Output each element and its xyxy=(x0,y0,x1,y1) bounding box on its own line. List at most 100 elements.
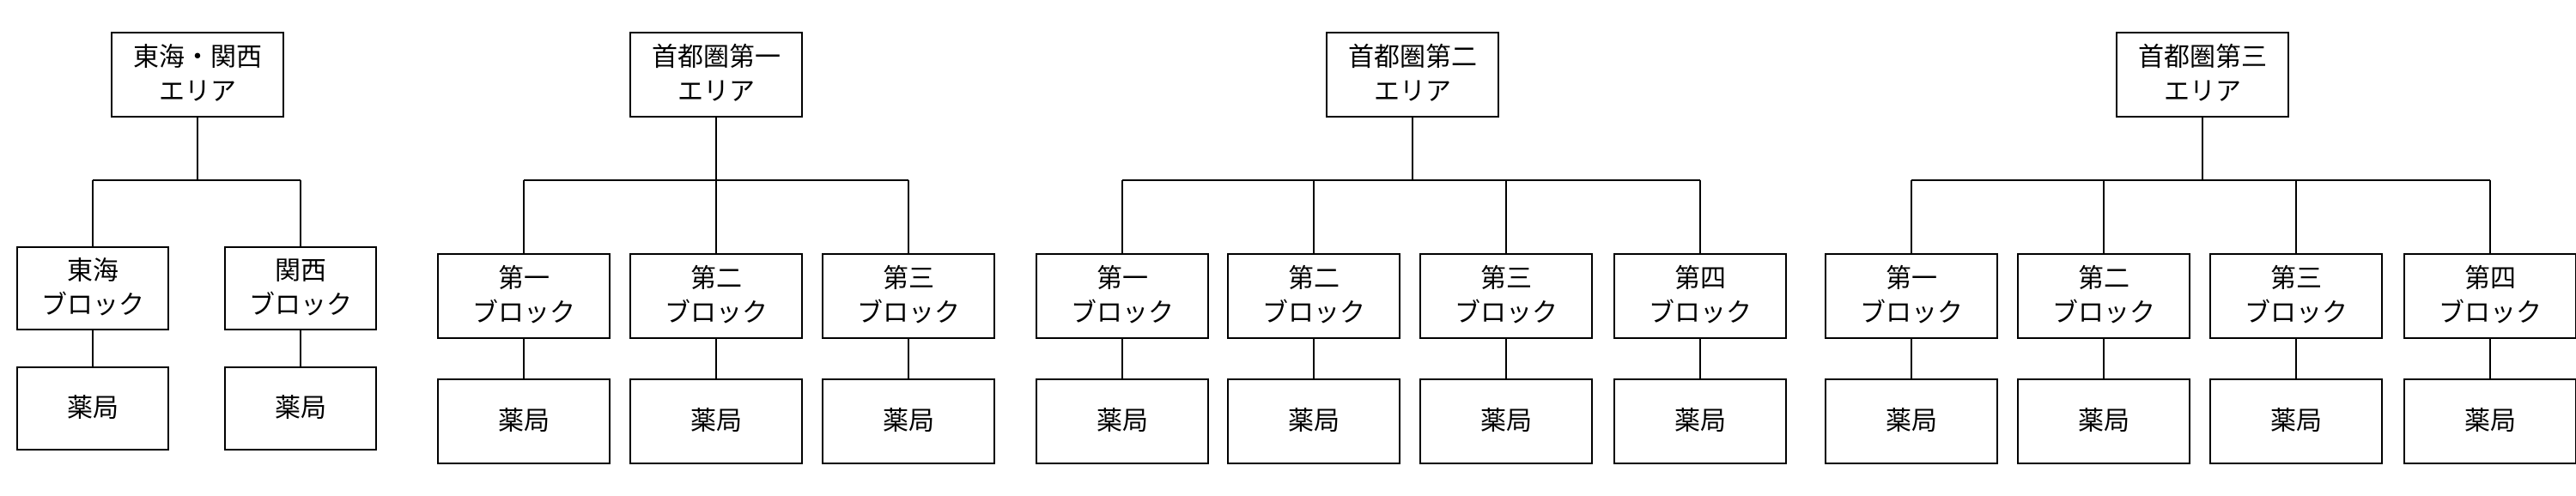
area-node-label: 東海・関西 xyxy=(133,43,262,73)
block-node-label: ブロック xyxy=(1262,299,1365,329)
block-node-label: 第三 xyxy=(883,264,934,294)
pharmacy-node: 薬局 xyxy=(822,378,995,464)
area-node-box xyxy=(629,32,803,118)
pharmacy-node-box xyxy=(16,366,169,451)
pharmacy-node-box xyxy=(1825,378,1998,464)
block-node-label: ブロック xyxy=(1860,299,1963,329)
block-node-label: 東海 xyxy=(67,257,118,287)
pharmacy-node-label: 薬局 xyxy=(2078,407,2129,437)
block-node-label: ブロック xyxy=(2439,299,2542,329)
area-node-label: 首都圏第一 xyxy=(652,43,781,73)
pharmacy-node-label: 薬局 xyxy=(1480,407,1532,437)
block-node-box xyxy=(2209,253,2383,339)
pharmacy-node-label: 薬局 xyxy=(1097,407,1148,437)
block-node-label: ブロック xyxy=(249,291,352,321)
block-node-label: 第一 xyxy=(1097,264,1148,294)
pharmacy-node: 薬局 xyxy=(1613,378,1787,464)
pharmacy-node-box xyxy=(437,378,611,464)
pharmacy-node-label: 薬局 xyxy=(883,407,934,437)
area-node-label: エリア xyxy=(2164,77,2241,107)
block-node-label: ブロック xyxy=(1071,299,1174,329)
area-node-box xyxy=(1326,32,1499,118)
block-node-box xyxy=(2403,253,2576,339)
block-node-label: 第二 xyxy=(1288,264,1340,294)
block-node-box xyxy=(1036,253,1209,339)
pharmacy-node-box xyxy=(1036,378,1209,464)
block-node-label: ブロック xyxy=(1455,299,1558,329)
pharmacy-node: 薬局 xyxy=(2209,378,2383,464)
pharmacy-node-box xyxy=(629,378,803,464)
block-node-label: ブロック xyxy=(665,299,768,329)
block-node-box xyxy=(437,253,611,339)
block-node-label: 第三 xyxy=(1480,264,1532,294)
pharmacy-node: 薬局 xyxy=(1227,378,1400,464)
block-node-label: 第二 xyxy=(690,264,742,294)
pharmacy-node-label: 薬局 xyxy=(1886,407,1937,437)
block-node-label: ブロック xyxy=(2245,299,2348,329)
block-node-label: 第四 xyxy=(2464,264,2516,294)
block-node-label: ブロック xyxy=(2052,299,2155,329)
pharmacy-node-box xyxy=(2017,378,2190,464)
area-node-label: 首都圏第三 xyxy=(2138,43,2267,73)
block-node-box xyxy=(1825,253,1998,339)
block-node-box xyxy=(629,253,803,339)
pharmacy-node: 薬局 xyxy=(1036,378,1209,464)
area-node-label: 首都圏第二 xyxy=(1348,43,1477,73)
pharmacy-node-label: 薬局 xyxy=(498,407,550,437)
block-node-label: 第一 xyxy=(1886,264,1937,294)
pharmacy-node: 薬局 xyxy=(629,378,803,464)
pharmacy-node: 薬局 xyxy=(2403,378,2576,464)
chart-nodes: 東海・関西エリア東海ブロック薬局関西ブロック薬局首都圏第一エリア第一ブロック薬局… xyxy=(16,32,2576,464)
block-node-box xyxy=(2017,253,2190,339)
block-node-box xyxy=(224,246,377,330)
area-node-label: エリア xyxy=(159,77,236,107)
block-node-label: ブロック xyxy=(41,291,144,321)
pharmacy-node: 薬局 xyxy=(2017,378,2190,464)
block-node-label: ブロック xyxy=(1649,299,1752,329)
block-node-label: ブロック xyxy=(857,299,960,329)
block-node-label: ブロック xyxy=(472,299,575,329)
block-node-box xyxy=(16,246,169,330)
block-node-label: 第二 xyxy=(2078,264,2129,294)
pharmacy-node-box xyxy=(1227,378,1400,464)
pharmacy-node-label: 薬局 xyxy=(275,394,326,424)
area-node-box xyxy=(111,32,284,118)
pharmacy-node-label: 薬局 xyxy=(1674,407,1726,437)
pharmacy-node-label: 薬局 xyxy=(1288,407,1340,437)
block-node-label: 関西 xyxy=(275,257,326,287)
pharmacy-node-label: 薬局 xyxy=(2464,407,2516,437)
block-node-label: 第三 xyxy=(2270,264,2322,294)
block-node-label: 第四 xyxy=(1674,264,1726,294)
area-node-label: エリア xyxy=(1374,77,1451,107)
pharmacy-node-box xyxy=(224,366,377,451)
pharmacy-node-box xyxy=(1613,378,1787,464)
pharmacy-node: 薬局 xyxy=(437,378,611,464)
block-node-label: 第一 xyxy=(498,264,550,294)
pharmacy-node: 薬局 xyxy=(1419,378,1593,464)
block-node-box xyxy=(822,253,995,339)
area-node-box xyxy=(2116,32,2289,118)
pharmacy-node: 薬局 xyxy=(224,366,377,451)
pharmacy-node-label: 薬局 xyxy=(2270,407,2322,437)
connector-lines xyxy=(92,117,2491,379)
pharmacy-node-label: 薬局 xyxy=(67,394,118,424)
pharmacy-node-box xyxy=(2209,378,2383,464)
pharmacy-node-box xyxy=(822,378,995,464)
pharmacy-node: 薬局 xyxy=(16,366,169,451)
block-node-box xyxy=(1227,253,1400,339)
